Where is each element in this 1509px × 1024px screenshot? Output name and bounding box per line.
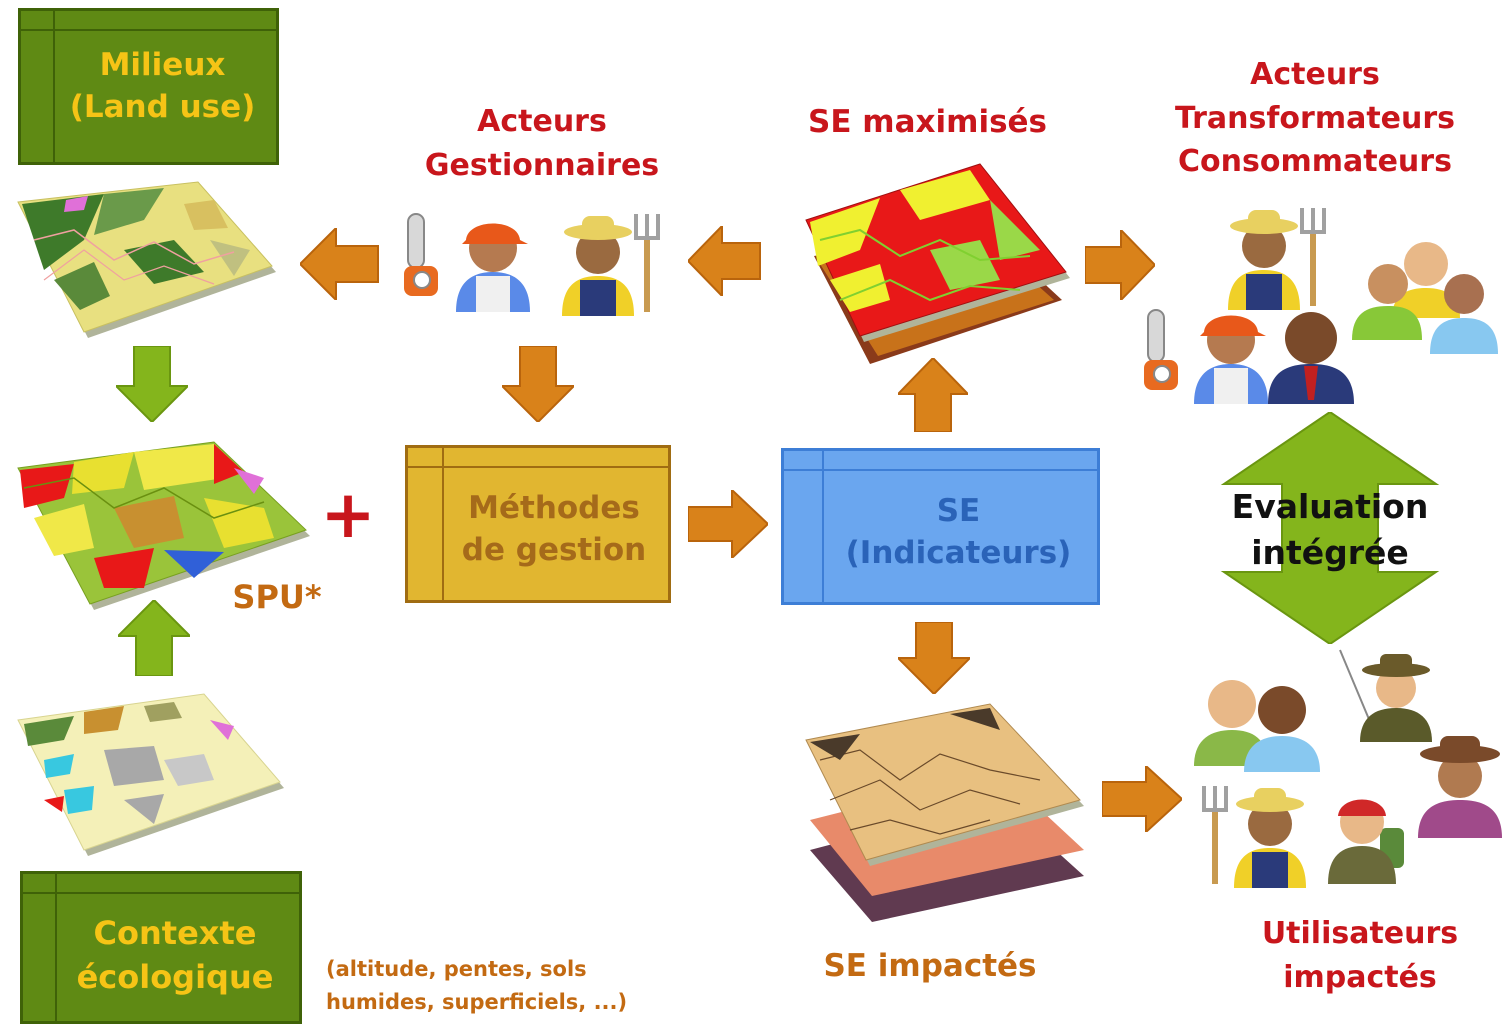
methodes-box-line1: Méthodes bbox=[468, 490, 640, 527]
se-impactes-map bbox=[805, 703, 1084, 922]
se-maximises-label: SE maximisés bbox=[808, 104, 1047, 140]
arrow-up-1 bbox=[898, 358, 968, 432]
forester-person-icon bbox=[1194, 315, 1268, 404]
context-note-line2: humides, superficiels, ...) bbox=[326, 989, 628, 1014]
contexte-box-line2: écologique bbox=[76, 957, 274, 996]
arrow-up-green bbox=[118, 600, 190, 676]
land-use-map bbox=[17, 181, 276, 338]
arrow-right-3 bbox=[1102, 766, 1182, 832]
utilisateurs-label: Utilisateurs impactés bbox=[1240, 912, 1480, 999]
acteurs-gestionnaires-line2: Gestionnaires bbox=[424, 147, 660, 183]
acteurs-transformateurs-line3: Consommateurs bbox=[1178, 144, 1452, 179]
se-impactes-label: SE impactés bbox=[823, 948, 1037, 984]
arrow-down-1 bbox=[502, 346, 574, 422]
farmer-with-fork-icon bbox=[1202, 786, 1306, 888]
spu-label: SPU* bbox=[232, 578, 322, 616]
milieux-box-line2: (Land use) bbox=[69, 88, 256, 125]
se-box: SE (Indicateurs) bbox=[781, 448, 1100, 605]
forester-person-icon bbox=[456, 223, 530, 312]
arrow-right-2 bbox=[688, 490, 768, 558]
person-group-icon bbox=[1194, 680, 1320, 772]
double-arrow-green bbox=[1220, 412, 1440, 644]
acteurs-gestionnaires-line1: Acteurs bbox=[477, 104, 607, 139]
utilisateurs-line2: impactés bbox=[1283, 959, 1437, 995]
businessman-icon bbox=[1268, 312, 1354, 404]
evaluation-line1: Evaluation bbox=[1231, 487, 1429, 526]
farmer-with-fork-icon bbox=[562, 214, 660, 316]
context-map bbox=[17, 693, 284, 856]
acteurs-transformateurs-line2: Transformateurs bbox=[1174, 100, 1456, 136]
chainsaw-icon bbox=[1144, 309, 1178, 390]
cowgirl-icon bbox=[1418, 736, 1502, 838]
acteurs-transformateurs-line1: Acteurs bbox=[1250, 57, 1380, 92]
spu-map bbox=[17, 441, 310, 610]
milieux-box-line1: Milieux bbox=[99, 46, 226, 83]
utilisateurs-line1: Utilisateurs bbox=[1261, 916, 1459, 951]
evaluation-label: Evaluation intégrée bbox=[1218, 484, 1442, 576]
person-group-icon bbox=[1352, 242, 1498, 354]
se-box-line1: SE bbox=[936, 492, 981, 529]
hiker-icon bbox=[1328, 799, 1404, 884]
contexte-box: Contexte écologique bbox=[20, 871, 302, 1024]
arrow-right-1 bbox=[1085, 230, 1155, 300]
arrow-left-2 bbox=[688, 226, 761, 296]
arrow-down-2 bbox=[898, 622, 970, 694]
methodes-box: Méthodes de gestion bbox=[405, 445, 671, 603]
milieux-box: Milieux (Land use) bbox=[18, 8, 279, 165]
methodes-box-line2: de gestion bbox=[461, 532, 647, 568]
context-note-label: (altitude, pentes, sols humides, superfi… bbox=[326, 953, 656, 1018]
evaluation-line2: intégrée bbox=[1251, 533, 1409, 573]
arrow-left-1 bbox=[300, 228, 379, 300]
arrow-down-green bbox=[116, 346, 188, 422]
context-note-line1: (altitude, pentes, sols bbox=[326, 957, 587, 981]
se-maximises-map bbox=[805, 163, 1070, 364]
farmer-with-fork-icon bbox=[1228, 208, 1326, 310]
se-box-line2: (Indicateurs) bbox=[845, 534, 1072, 571]
chainsaw-icon bbox=[404, 213, 438, 296]
fisherman-icon bbox=[1339, 649, 1432, 742]
acteurs-transformateurs-label: Acteurs Transformateurs Consommateurs bbox=[1160, 53, 1470, 184]
contexte-box-line1: Contexte bbox=[93, 914, 257, 953]
acteurs-gestionnaires-label: Acteurs Gestionnaires bbox=[412, 100, 672, 187]
plus-sign: + bbox=[320, 476, 376, 553]
